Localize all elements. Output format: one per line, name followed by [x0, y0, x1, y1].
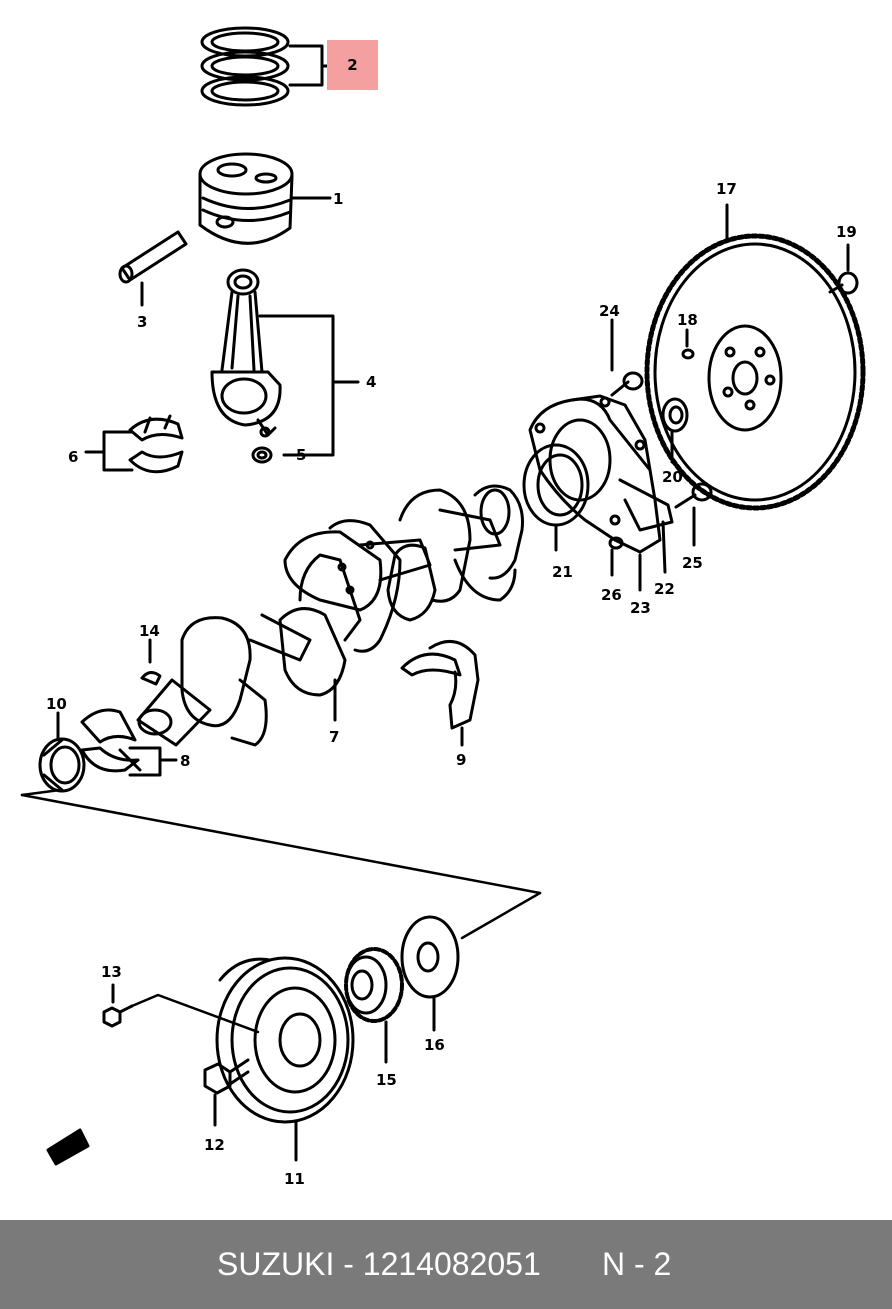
- leader-6: [84, 430, 134, 472]
- callout-14: 14: [139, 622, 160, 640]
- front-oil-seal[interactable]: [38, 711, 86, 793]
- callout-8: 8: [180, 752, 190, 770]
- callout-22: 22: [654, 580, 675, 598]
- piston[interactable]: [198, 152, 294, 245]
- dowel-pin[interactable]: [608, 536, 624, 577]
- callout-12: 12: [204, 1136, 225, 1154]
- callout-25: 25: [682, 554, 703, 572]
- piston-pin[interactable]: [118, 230, 188, 307]
- piston-rings[interactable]: [200, 26, 290, 107]
- callout-6: 6: [68, 448, 78, 466]
- thrust-bearings[interactable]: [80, 708, 142, 773]
- leader-8: [128, 746, 178, 777]
- exploded-parts-diagram: 1 3 4 5 6 7 8 9 10 11 12 13 14 15 16 17 …: [20, 26, 866, 1188]
- connecting-rod[interactable]: [210, 268, 282, 438]
- callout-9: 9: [456, 751, 466, 769]
- callout-1: 1: [333, 190, 343, 208]
- callout-4: 4: [366, 373, 376, 391]
- flywheel-mount-bolt[interactable]: [828, 243, 859, 295]
- flywheel-pin[interactable]: [681, 328, 695, 360]
- callout-2[interactable]: 2: [347, 56, 358, 74]
- flywheel[interactable]: [644, 203, 866, 511]
- leader-4: [258, 314, 360, 457]
- callout-reference-text: N - 2: [602, 1246, 672, 1282]
- callout-20: 20: [662, 468, 683, 486]
- part-number-text: SUZUKI - 1214082051: [217, 1246, 541, 1282]
- gasket[interactable]: [618, 478, 674, 574]
- callout-21: 21: [552, 563, 573, 581]
- rear-oil-seal[interactable]: [522, 443, 590, 552]
- crank-washer[interactable]: [400, 915, 460, 1032]
- callout-5: 5: [296, 446, 306, 464]
- callout-24: 24: [599, 302, 620, 320]
- pilot-bearing[interactable]: [661, 397, 689, 464]
- woodruff-key[interactable]: [140, 638, 162, 686]
- connecting-rod-bearings[interactable]: [128, 414, 184, 474]
- pulley-bolt[interactable]: [203, 1058, 250, 1127]
- rod-nut[interactable]: [251, 446, 273, 464]
- oil-seal-housing[interactable]: [528, 394, 662, 592]
- callout-3: 3: [137, 313, 147, 331]
- callout-11: 11: [284, 1170, 305, 1188]
- main-bearings[interactable]: [400, 639, 480, 747]
- front-direction-symbol: [46, 1128, 90, 1166]
- highlighted-part-marker: [327, 40, 378, 90]
- housing-bolt[interactable]: [610, 318, 644, 397]
- crankshaft-pulley[interactable]: [215, 956, 355, 1162]
- timing-pulley[interactable]: [344, 947, 404, 1064]
- callout-23: 23: [630, 599, 651, 617]
- callout-10: 10: [46, 695, 67, 713]
- crankshaft[interactable]: [136, 484, 524, 747]
- callout-15: 15: [376, 1071, 397, 1089]
- flywheel-bolt[interactable]: [674, 482, 713, 547]
- callout-13: 13: [101, 963, 122, 981]
- callout-19: 19: [836, 223, 857, 241]
- callout-7: 7: [329, 728, 339, 746]
- pulley-small-bolt[interactable]: [102, 983, 260, 1034]
- callout-26: 26: [601, 586, 622, 604]
- callout-18: 18: [677, 311, 698, 329]
- group-boundary: [20, 788, 542, 940]
- callout-16: 16: [424, 1036, 445, 1054]
- footer-bar: SUZUKI - 1214082051 N - 2: [0, 1220, 892, 1309]
- callout-17: 17: [716, 180, 737, 198]
